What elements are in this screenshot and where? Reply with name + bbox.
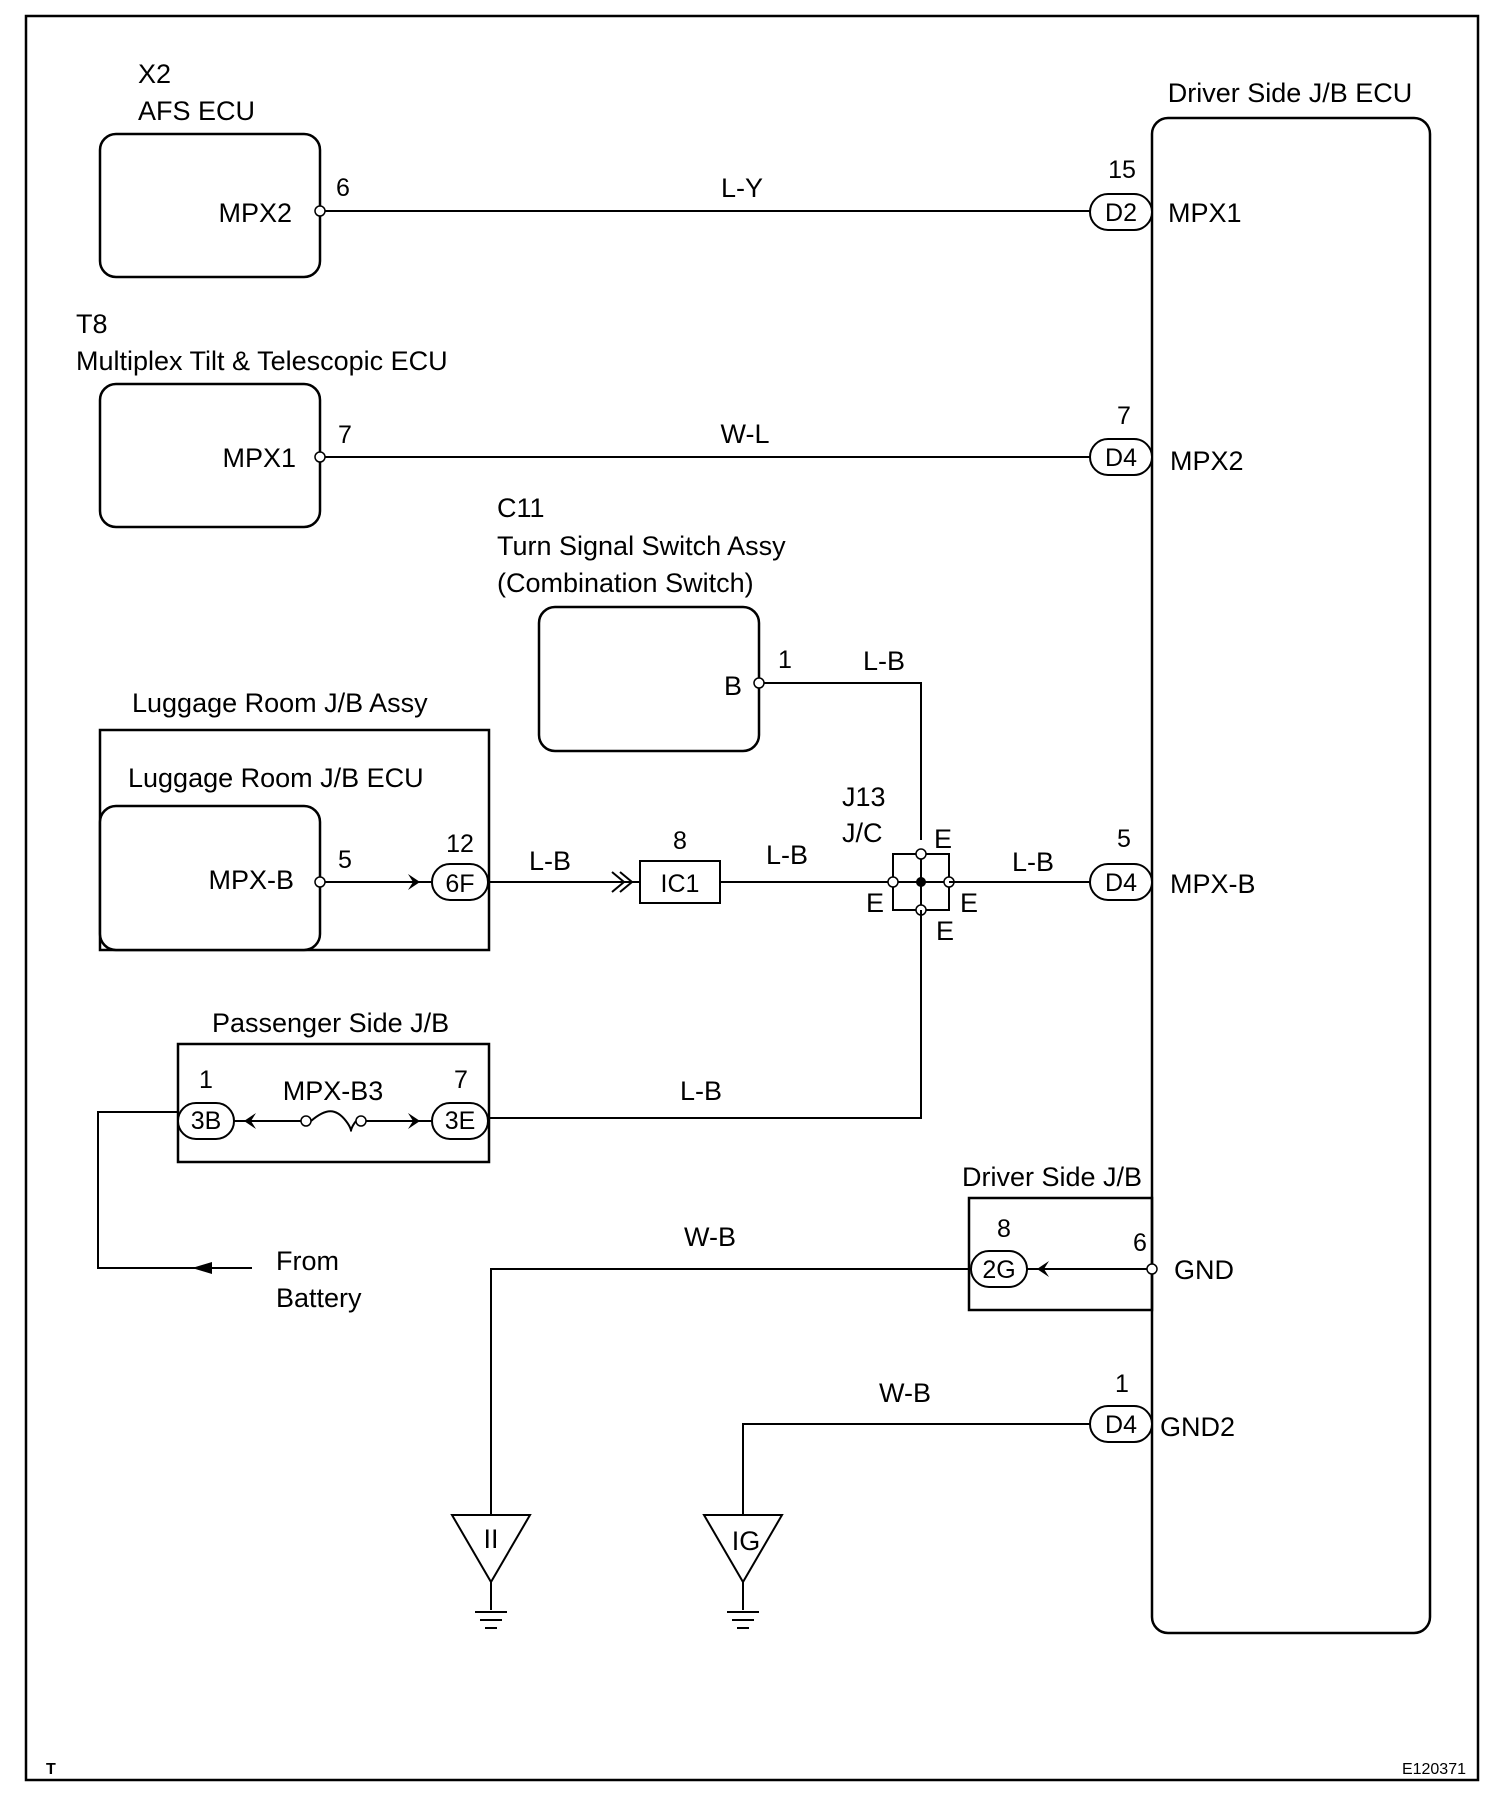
wire-label-lb-6f: L-B	[529, 846, 571, 876]
ecu-pin-6: 6	[1133, 1229, 1147, 1257]
wire-label-lb-jc: L-B	[1012, 847, 1054, 877]
connector-d4-mpxb-label: D4	[1105, 869, 1137, 897]
connector-d4-mpx2-label: D4	[1105, 444, 1137, 472]
fuse-label: MPX-B3	[283, 1076, 384, 1106]
ecu-terminal-gnd2: GND2	[1160, 1412, 1235, 1442]
connector-ic1-label: IC1	[661, 870, 700, 898]
footer-left: T	[46, 1761, 56, 1778]
afs-code: X2	[138, 59, 171, 89]
tilt-label: Multiplex Tilt & Telescopic ECU	[76, 346, 448, 376]
driver-jb-box	[967, 1196, 1154, 1312]
wire-label-wb-2: W-B	[879, 1378, 931, 1408]
connector-d4-gnd2-label: D4	[1105, 1411, 1137, 1439]
connector-3b-pin: 1	[199, 1066, 213, 1094]
battery-label-1: From	[276, 1246, 339, 1276]
connector-2g-pin: 8	[997, 1215, 1011, 1243]
turn-switch-label: Turn Signal Switch Assy	[497, 531, 786, 561]
ground-ig-triangle	[702, 1514, 784, 1584]
afs-label: AFS ECU	[138, 96, 255, 126]
wire-label-wl: W-L	[720, 419, 769, 449]
ground-ii-triangle	[450, 1514, 532, 1584]
afs-terminal-name: MPX2	[218, 198, 292, 228]
connector-3e-pin: 7	[454, 1066, 468, 1094]
footer-right: E120371	[1402, 1761, 1466, 1778]
wire-label-lb-pass: L-B	[680, 1076, 722, 1106]
luggage-terminal: MPX-B	[208, 865, 294, 895]
connector-ic1-pin: 8	[673, 827, 687, 855]
passenger-jb-label: Passenger Side J/B	[212, 1008, 449, 1038]
junction-e-left: E	[866, 888, 884, 918]
driver-ecu-box	[1150, 116, 1432, 1635]
connector-6f-label: 6F	[445, 870, 474, 898]
junction-e-right: E	[960, 888, 978, 918]
junction-e-bottom: E	[936, 916, 954, 946]
ground-ii-label: II	[483, 1524, 498, 1554]
connector-3e	[431, 1102, 489, 1140]
connector-2g-label: 2G	[982, 1256, 1015, 1284]
plug-3e-arrow	[408, 1113, 420, 1129]
wire-label-lb-ic1: L-B	[766, 840, 808, 870]
plug-6f-arrow	[408, 874, 420, 890]
connector-d2-label: D2	[1105, 199, 1137, 227]
fuse-symbol	[310, 1110, 357, 1132]
connector-3e-label: 3E	[445, 1107, 476, 1135]
connector-d4-mpx2	[1089, 438, 1153, 476]
tilt-terminal-name: MPX1	[222, 443, 296, 473]
luggage-assy-label: Luggage Room J/B Assy	[132, 688, 428, 718]
battery-arrow	[192, 1262, 212, 1274]
driver-ecu-label: Driver Side J/B ECU	[1168, 78, 1413, 108]
ic1-chevron	[611, 871, 626, 893]
ecu-pin-15: 15	[1108, 156, 1136, 184]
wire-label-ly: L-Y	[721, 173, 763, 203]
connector-d4-mpxb	[1089, 863, 1153, 901]
junction-node	[916, 877, 926, 887]
luggage-ecu-label: Luggage Room J/B ECU	[128, 763, 424, 793]
ground-ig-label: IG	[732, 1526, 761, 1556]
junction-e-top: E	[934, 824, 952, 854]
driver-jb-label: Driver Side J/B	[962, 1162, 1142, 1192]
junction-code: J13	[842, 782, 886, 812]
wire-label-lb-turn: L-B	[863, 646, 905, 676]
turn-switch-pin: 1	[778, 646, 792, 674]
tilt-code: T8	[76, 309, 108, 339]
connector-d2	[1089, 193, 1153, 231]
wire-label-wb-1: W-B	[684, 1222, 736, 1252]
ecu-terminal-mpx2: MPX2	[1170, 446, 1244, 476]
connector-3b-label: 3B	[191, 1107, 222, 1135]
turn-switch-label-2: (Combination Switch)	[497, 568, 754, 598]
ecu-pin-5: 5	[1117, 825, 1131, 853]
ecu-terminal-mpx1: MPX1	[1168, 198, 1242, 228]
ecu-pin-1: 1	[1115, 1370, 1129, 1398]
passenger-jb-box	[176, 1042, 491, 1164]
ecu-terminal-mpxb: MPX-B	[1170, 869, 1256, 899]
connector-6f-pin: 12	[446, 830, 474, 858]
turn-switch-code: C11	[497, 493, 545, 523]
turn-switch-terminal: B	[724, 671, 742, 701]
afs-pin: 6	[336, 174, 350, 202]
tilt-pin: 7	[338, 421, 352, 449]
luggage-pin: 5	[338, 846, 352, 874]
junction-name: J/C	[842, 818, 883, 848]
diagram-frame	[24, 14, 1480, 1782]
ecu-pin-7: 7	[1117, 402, 1131, 430]
ecu-terminal-gnd: GND	[1174, 1255, 1234, 1285]
battery-label-2: Battery	[276, 1283, 362, 1313]
connector-ic1	[639, 860, 721, 904]
